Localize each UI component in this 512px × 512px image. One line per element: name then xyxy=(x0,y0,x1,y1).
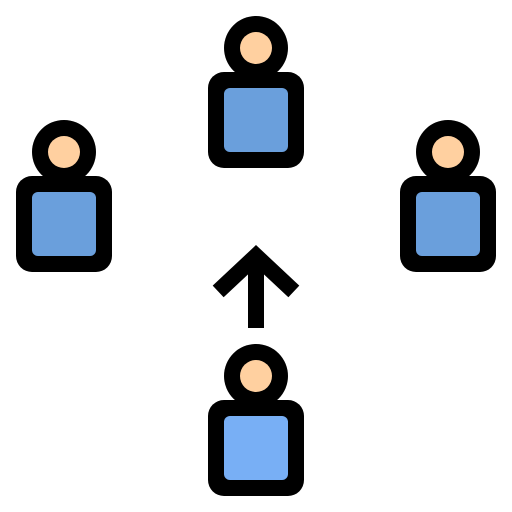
person-bottom-body xyxy=(224,416,288,480)
person-left-head xyxy=(48,136,80,168)
person-top-icon xyxy=(208,16,304,168)
up-arrow-shaft xyxy=(248,264,264,328)
person-bottom-icon xyxy=(208,344,304,496)
person-bottom-head xyxy=(240,360,272,392)
up-arrow-icon xyxy=(212,245,300,328)
person-top-head xyxy=(240,32,272,64)
person-top-body xyxy=(224,88,288,152)
person-right-head xyxy=(432,136,464,168)
person-right-icon xyxy=(400,120,496,272)
up-arrow-head xyxy=(212,245,300,298)
person-left-icon xyxy=(16,120,112,272)
person-right-body xyxy=(416,192,480,256)
person-left-body xyxy=(32,192,96,256)
